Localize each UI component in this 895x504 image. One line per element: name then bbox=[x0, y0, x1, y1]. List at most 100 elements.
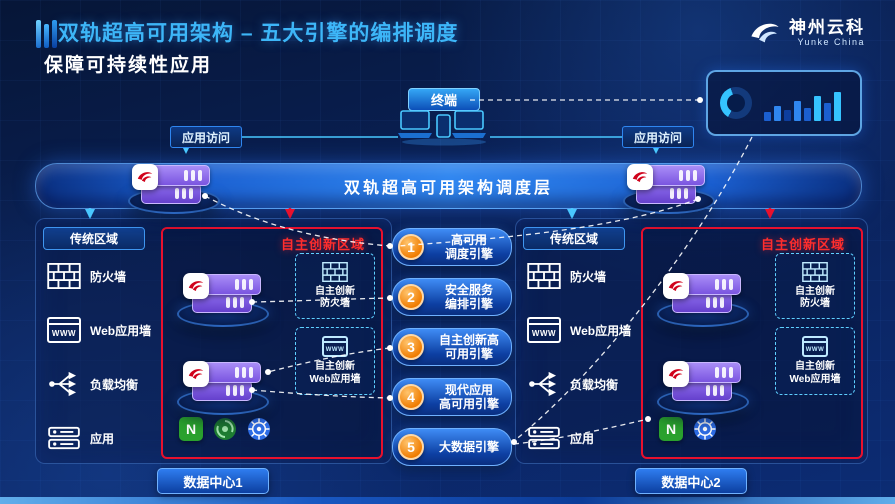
datacenter2-badge: 数据中心2 bbox=[635, 468, 747, 494]
innovation-zone-box: 自主创新区域 自主创新 防火墙 WWW 自主创新 Web应用墙 N bbox=[641, 227, 863, 459]
item-label: 防火墙 bbox=[90, 269, 127, 284]
app-access-label-left: 应用访问 bbox=[170, 126, 242, 148]
app-item: 应用 bbox=[526, 425, 638, 451]
datacenter2-panel: 传统区域 防火墙 WWW Web应用墙 负载均衡 bbox=[515, 218, 868, 464]
green-emblem-icon bbox=[213, 417, 237, 441]
engine-label-line2: 可用引擎 bbox=[444, 347, 493, 361]
engine-label-line1: 高可用 bbox=[450, 232, 487, 247]
adc-server-stack-right bbox=[627, 164, 711, 210]
inno-server-stack bbox=[183, 361, 267, 407]
bar-chart-icon bbox=[764, 85, 841, 121]
inno-firewall-card: 自主创新 防火墙 bbox=[295, 253, 375, 319]
inno-webwall-label: 自主创新 Web应用墙 bbox=[309, 361, 361, 385]
engine-4-number: 4 bbox=[398, 384, 424, 410]
web-wall-icon: WWW bbox=[47, 317, 81, 343]
engine-5-pill: 5 大数据引擎 bbox=[392, 428, 512, 466]
engine-5-number: 5 bbox=[398, 434, 424, 460]
engine-label-line1: 自主创新高 bbox=[438, 332, 499, 347]
engine-label-line1: 大数据引擎 bbox=[438, 439, 499, 454]
load-balance-icon bbox=[526, 371, 562, 397]
web-wall-icon: WWW bbox=[527, 317, 561, 343]
engine-2-number: 2 bbox=[398, 284, 424, 310]
gauge-icon bbox=[720, 87, 752, 119]
engine-1-label: 高可用调度引擎 bbox=[427, 233, 511, 262]
item-label: Web应用墙 bbox=[90, 323, 152, 338]
os-icons-row: N bbox=[659, 417, 717, 441]
scheduler-layer-label: 双轨超高可用架构调度层 bbox=[343, 180, 553, 197]
innovation-zone-box: 自主创新区域 自主创新 防火墙 WWW 自主创新 Web应用墙 N bbox=[161, 227, 383, 459]
nginx-icon: N bbox=[659, 417, 683, 441]
server-logo-badge-icon bbox=[663, 273, 689, 299]
adc-server-stack-left bbox=[132, 164, 216, 210]
engine-label-line1: 现代应用 bbox=[444, 382, 493, 397]
inno-webwall-card: WWW 自主创新 Web应用墙 bbox=[295, 327, 375, 395]
inno-firewall-label: 自主创新 防火墙 bbox=[795, 285, 835, 310]
os-icons-row: N bbox=[179, 417, 271, 441]
web-wall-item: WWW Web应用墙 bbox=[526, 317, 638, 343]
server-logo-badge-icon bbox=[183, 361, 209, 387]
brand-logo: 神州云科 Yunke China bbox=[748, 16, 865, 50]
web-wall-item: WWW Web应用墙 bbox=[46, 317, 158, 343]
item-label: 应用 bbox=[90, 431, 115, 446]
load-balance-item: 负载均衡 bbox=[46, 371, 158, 397]
engine-label-line2: 调度引擎 bbox=[444, 247, 493, 261]
firewall-item: 防火墙 bbox=[46, 263, 158, 289]
engine-1-number: 1 bbox=[398, 234, 424, 260]
engine-3-pill: 3 自主创新高可用引擎 bbox=[392, 328, 512, 366]
yunke-swoosh-icon bbox=[751, 23, 779, 43]
inno-server-stack bbox=[183, 273, 267, 319]
server-logo-badge-icon bbox=[663, 361, 689, 387]
engine-3-number: 3 bbox=[398, 334, 424, 360]
kubernetes-icon bbox=[693, 417, 717, 441]
engine-2-pill: 2 安全服务编排引擎 bbox=[392, 278, 512, 316]
traditional-zone-label: 传统区域 bbox=[523, 227, 625, 250]
web-wall-icon: WWW bbox=[322, 336, 348, 357]
brand-name-cn: 神州云科 bbox=[789, 17, 865, 37]
load-balance-item: 负载均衡 bbox=[526, 371, 638, 397]
server-logo-badge-icon bbox=[627, 164, 653, 190]
item-label: 负载均衡 bbox=[570, 377, 619, 392]
inno-server-stack bbox=[663, 361, 747, 407]
bottom-accent-strip bbox=[0, 497, 895, 504]
item-label: 负载均衡 bbox=[90, 377, 139, 392]
nginx-icon: N bbox=[179, 417, 203, 441]
brand-text: 神州云科 Yunke China bbox=[789, 17, 865, 48]
server-logo-badge-icon bbox=[183, 273, 209, 299]
app-icon bbox=[46, 425, 82, 451]
innovation-zone-label: 自主创新区域 bbox=[760, 237, 845, 252]
engine-1-pill: 1 高可用调度引擎 bbox=[392, 228, 512, 266]
traditional-zone-label: 传统区域 bbox=[43, 227, 145, 250]
datacenter1-panel: 传统区域 防火墙 WWW Web应用墙 负载均衡 bbox=[35, 218, 392, 464]
firewall-icon bbox=[526, 263, 562, 289]
engine-4-pill: 4 现代应用高可用引擎 bbox=[392, 378, 512, 416]
engine-3-label: 自主创新高可用引擎 bbox=[427, 333, 511, 362]
brand-name-en: Yunke China bbox=[797, 37, 865, 48]
terminal-devices-icon bbox=[398, 108, 490, 151]
title-accent-bars-icon bbox=[36, 20, 57, 48]
inno-webwall-label: 自主创新 Web应用墙 bbox=[789, 361, 841, 385]
load-balance-icon bbox=[46, 371, 82, 397]
engine-label-line2: 编排引擎 bbox=[444, 297, 493, 311]
app-access-label-right: 应用访问 bbox=[622, 126, 694, 148]
www-text: WWW bbox=[805, 347, 825, 353]
server-logo-badge-icon bbox=[132, 164, 158, 190]
terminal-badge: 终端 bbox=[408, 88, 480, 111]
inno-firewall-card: 自主创新 防火墙 bbox=[775, 253, 855, 319]
innovation-zone-label: 自主创新区域 bbox=[280, 237, 365, 252]
traditional-items: 防火墙 WWW Web应用墙 负载均衡 应用 bbox=[526, 263, 638, 451]
engine-2-label: 安全服务编排引擎 bbox=[427, 283, 511, 312]
www-text: WWW bbox=[51, 329, 77, 338]
engine-5-label: 大数据引擎 bbox=[427, 440, 511, 454]
inno-server-stack bbox=[663, 273, 747, 319]
slide-subtitle: 保障可持续性应用 bbox=[44, 55, 213, 76]
item-label: Web应用墙 bbox=[570, 323, 632, 338]
inno-webwall-card: WWW 自主创新 Web应用墙 bbox=[775, 327, 855, 395]
engine-label-line1: 安全服务 bbox=[444, 282, 493, 297]
firewall-item: 防火墙 bbox=[526, 263, 638, 289]
app-icon bbox=[526, 425, 562, 451]
firewall-icon bbox=[322, 261, 348, 282]
app-item: 应用 bbox=[46, 425, 158, 451]
www-text: WWW bbox=[325, 347, 345, 353]
item-label: 防火墙 bbox=[570, 269, 607, 284]
